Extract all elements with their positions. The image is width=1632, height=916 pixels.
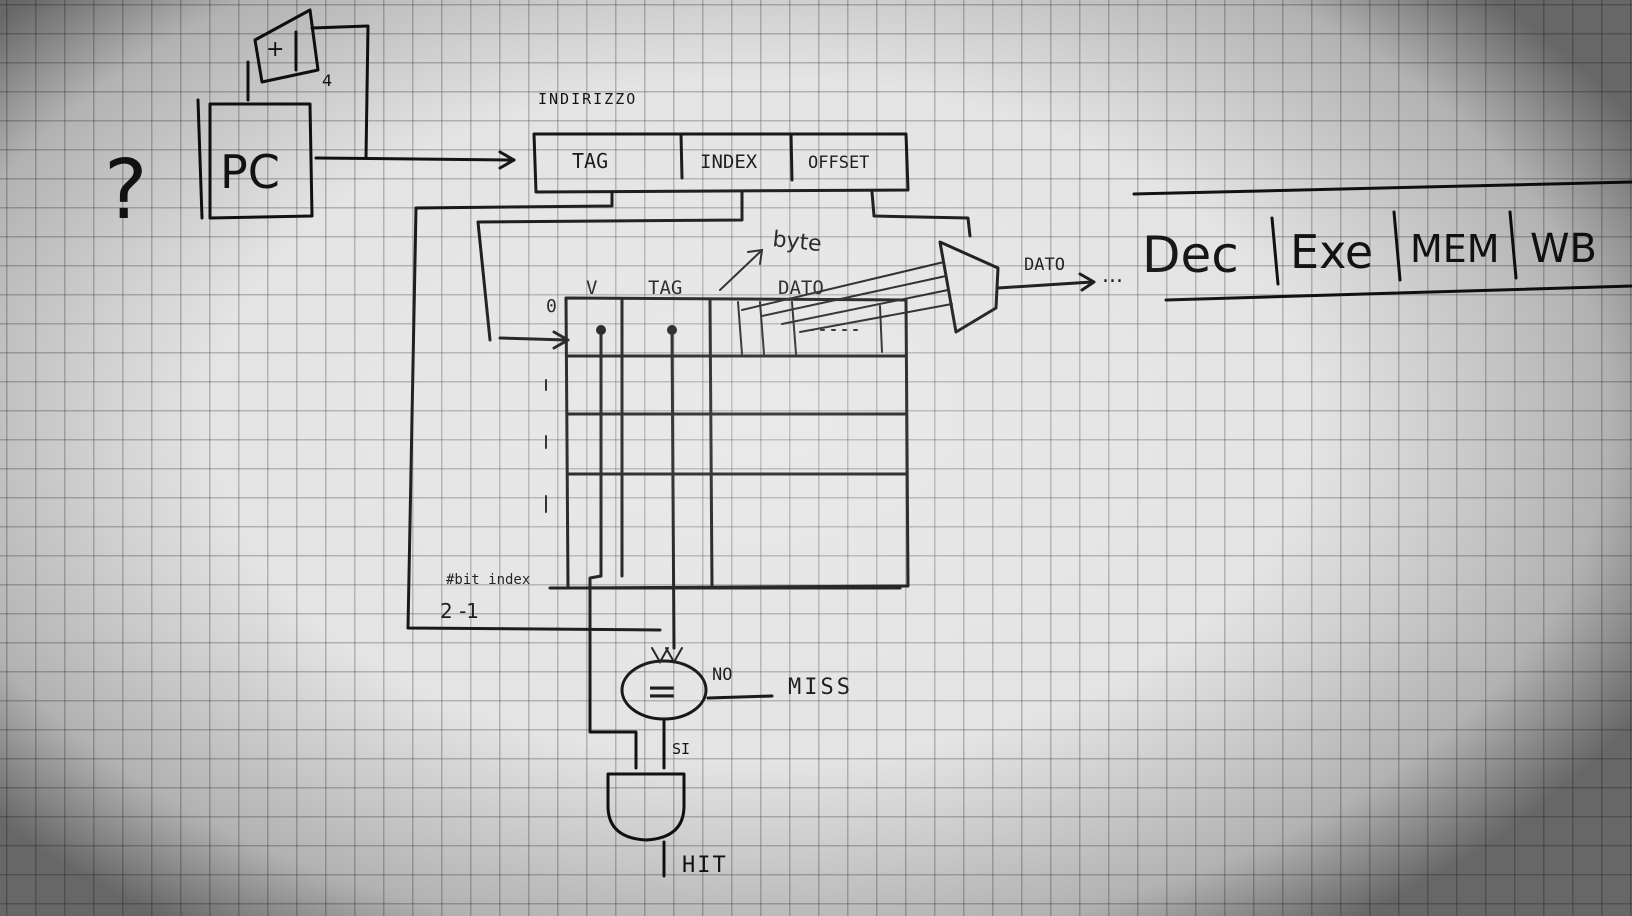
cache-row-zero: 0 — [546, 296, 557, 317]
pipeline-stage-mem: MEM — [1410, 227, 1500, 271]
last-row-label: #bit index — [446, 572, 530, 588]
pc-label: PC — [220, 145, 280, 199]
cache-col-v: V — [586, 277, 597, 299]
pipeline-stage-exe: Exe — [1290, 225, 1373, 279]
adder-increment: 4 — [322, 71, 332, 90]
hit-label: HIT — [682, 853, 728, 878]
pipeline-stage-wb: WB — [1530, 226, 1597, 272]
cache-col-tag: TAG — [648, 277, 682, 299]
address-field-tag: TAG — [572, 149, 608, 173]
address-field-index: INDEX — [700, 151, 758, 173]
mux-output-label: DATO — [1024, 255, 1065, 275]
address-field-offset: OFFSET — [808, 153, 869, 173]
tag-comparator: = NO MISS SI — [620, 647, 853, 770]
pipeline-stage-dec: Dec — [1142, 226, 1239, 284]
comparator-symbol: = — [646, 669, 678, 713]
question-mark: ? — [104, 143, 148, 238]
pipeline-ellipsis: ... — [1102, 263, 1123, 288]
last-row-label-exponent: 2 -1 — [440, 599, 479, 623]
address-title: INDIRIZZO — [538, 90, 637, 108]
comparator-no-label: NO — [712, 665, 732, 685]
hit-and-gate: HIT — [606, 772, 728, 878]
comparator-yes-label: SI — [672, 740, 690, 758]
address-register: TAG INDEX OFFSET — [532, 132, 910, 194]
byte-label: byte — [771, 227, 823, 257]
pc-register: PC — [196, 98, 516, 220]
adder-plus-sign: + — [266, 37, 284, 62]
miss-label: MISS — [788, 675, 853, 700]
pipeline-stages: ... Dec Exe MEM WB — [1102, 180, 1632, 302]
pc-adder: + 4 — [246, 8, 370, 160]
cache-table: 0 V TAG DATO byte #bit index 2 -1 — [440, 227, 910, 650]
address-wires — [406, 190, 972, 632]
